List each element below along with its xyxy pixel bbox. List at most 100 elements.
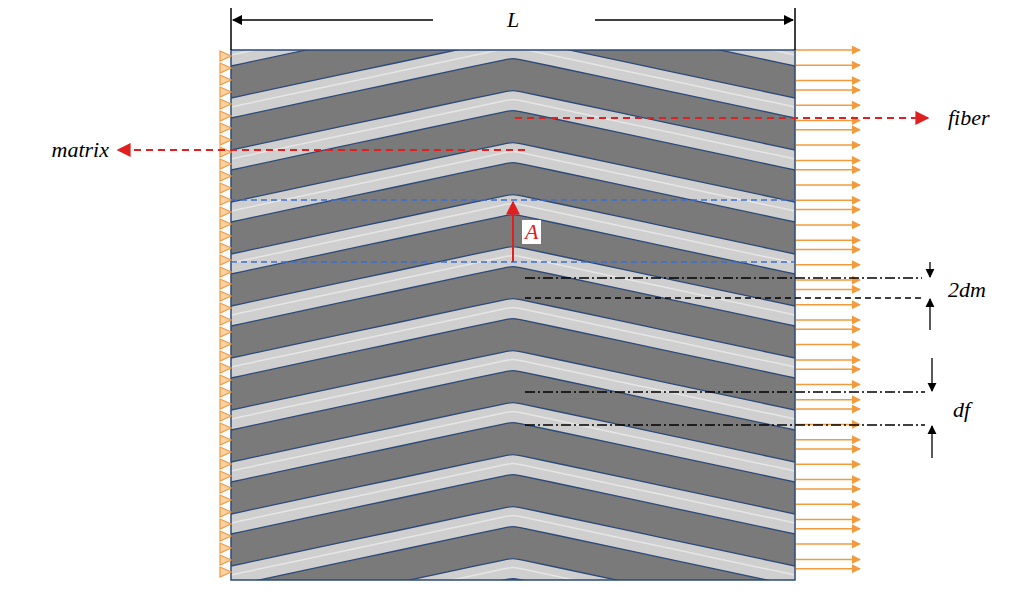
- applied-load-arrow: [796, 129, 860, 131]
- fixed-support: [220, 447, 231, 457]
- fixed-support: [220, 111, 231, 121]
- applied-load-arrow: [796, 519, 860, 521]
- fixed-support: [220, 99, 231, 109]
- fiber-edge: [231, 319, 795, 378]
- cell-border: [231, 50, 795, 580]
- fixed-support: [220, 63, 231, 73]
- fixed-support: [220, 51, 231, 61]
- fixed-support: [220, 183, 231, 193]
- fixed-support: [220, 243, 231, 253]
- matrix-region: [231, 50, 795, 580]
- applied-load-arrow: [796, 568, 860, 570]
- fixed-support: [220, 459, 231, 469]
- fiber-edge: [231, 527, 795, 580]
- dimension-label: df: [950, 398, 973, 422]
- applied-load-arrow: [796, 439, 860, 441]
- fixed-support: [220, 303, 231, 313]
- fixed-support: [220, 315, 231, 325]
- amplitude-line: [231, 199, 795, 201]
- fiber-edge: [231, 475, 795, 534]
- applied-load-arrow: [796, 289, 860, 291]
- applied-load-arrow: [796, 279, 860, 281]
- fixed-support: [220, 495, 231, 505]
- applied-load-arrow: [796, 200, 860, 202]
- applied-load-arrow: [796, 399, 860, 401]
- applied-load-arrow: [796, 224, 860, 226]
- applied-load-arrow: [796, 479, 860, 481]
- applied-load-arrow: [796, 49, 860, 51]
- applied-load-arrow: [796, 160, 860, 162]
- fiber-edge: [231, 423, 795, 482]
- applied-load-arrow: [796, 408, 860, 410]
- fixed-support: [220, 483, 231, 493]
- fixed-support: [220, 279, 231, 289]
- fiber-edge: [231, 111, 795, 170]
- fixed-support: [220, 207, 231, 217]
- fixed-support: [220, 267, 231, 277]
- fixed-support: [220, 171, 231, 181]
- fixed-support: [220, 567, 231, 577]
- applied-load-arrow: [796, 184, 860, 186]
- fiber-pointer: [515, 117, 928, 119]
- applied-load-arrow: [796, 209, 860, 211]
- applied-load-arrow: [796, 528, 860, 530]
- amplitude-arrow: [512, 202, 514, 262]
- fixed-support: [220, 327, 231, 337]
- applied-load-arrow: [796, 65, 860, 67]
- applied-load-arrow: [796, 249, 860, 251]
- fixed-support: [220, 507, 231, 517]
- applied-load-arrow: [796, 368, 860, 370]
- fixed-support: [220, 147, 231, 157]
- fixed-support: [220, 231, 231, 241]
- fixed-support: [220, 351, 231, 361]
- fixed-support: [220, 471, 231, 481]
- applied-load-arrow: [796, 144, 860, 146]
- fiber-edge: [231, 559, 795, 580]
- fixed-support: [220, 135, 231, 145]
- applied-load-arrow: [796, 80, 860, 82]
- boundary-conditions: [220, 50, 860, 577]
- fixed-support: [220, 387, 231, 397]
- fixed-support: [220, 435, 231, 445]
- applied-load-arrow: [796, 464, 860, 466]
- fixed-support: [220, 363, 231, 373]
- applied-load-arrow: [796, 89, 860, 91]
- applied-load-arrow: [796, 239, 860, 241]
- fiber-edge: [231, 267, 795, 326]
- fixed-support: [220, 339, 231, 349]
- fixed-support: [220, 423, 231, 433]
- fixed-support: [220, 291, 231, 301]
- matrix-thickness-dimension: [525, 262, 930, 330]
- fiber-thickness-dimension: [525, 358, 932, 458]
- applied-load-arrow: [796, 384, 860, 386]
- fiber-edge: [231, 59, 795, 118]
- fixed-support: [220, 543, 231, 553]
- fixed-support: [220, 159, 231, 169]
- fixed-support: [220, 531, 231, 541]
- fiber-layers: [231, 50, 795, 580]
- applied-load-arrow: [796, 359, 860, 361]
- fixed-support: [220, 375, 231, 385]
- amplitude-label: A: [522, 220, 541, 244]
- fixed-support: [220, 195, 231, 205]
- applied-load-arrow: [796, 264, 860, 266]
- fixed-support: [220, 123, 231, 133]
- applied-load-arrow: [796, 344, 860, 346]
- applied-load-arrow: [796, 104, 860, 106]
- matrix-pointer: [118, 149, 525, 151]
- fiber-edge: [231, 371, 795, 430]
- fixed-support: [220, 75, 231, 85]
- applied-load-arrow: [796, 169, 860, 171]
- applied-load-arrow: [796, 329, 860, 331]
- material-label: matrix: [49, 138, 112, 162]
- material-label: fiber: [945, 106, 993, 130]
- applied-load-arrow: [796, 120, 860, 122]
- applied-load-arrow: [796, 448, 860, 450]
- fixed-support: [220, 555, 231, 565]
- fixed-support: [220, 399, 231, 409]
- fixed-support: [220, 411, 231, 421]
- fiber-band: [231, 527, 795, 580]
- applied-load-arrow: [796, 488, 860, 490]
